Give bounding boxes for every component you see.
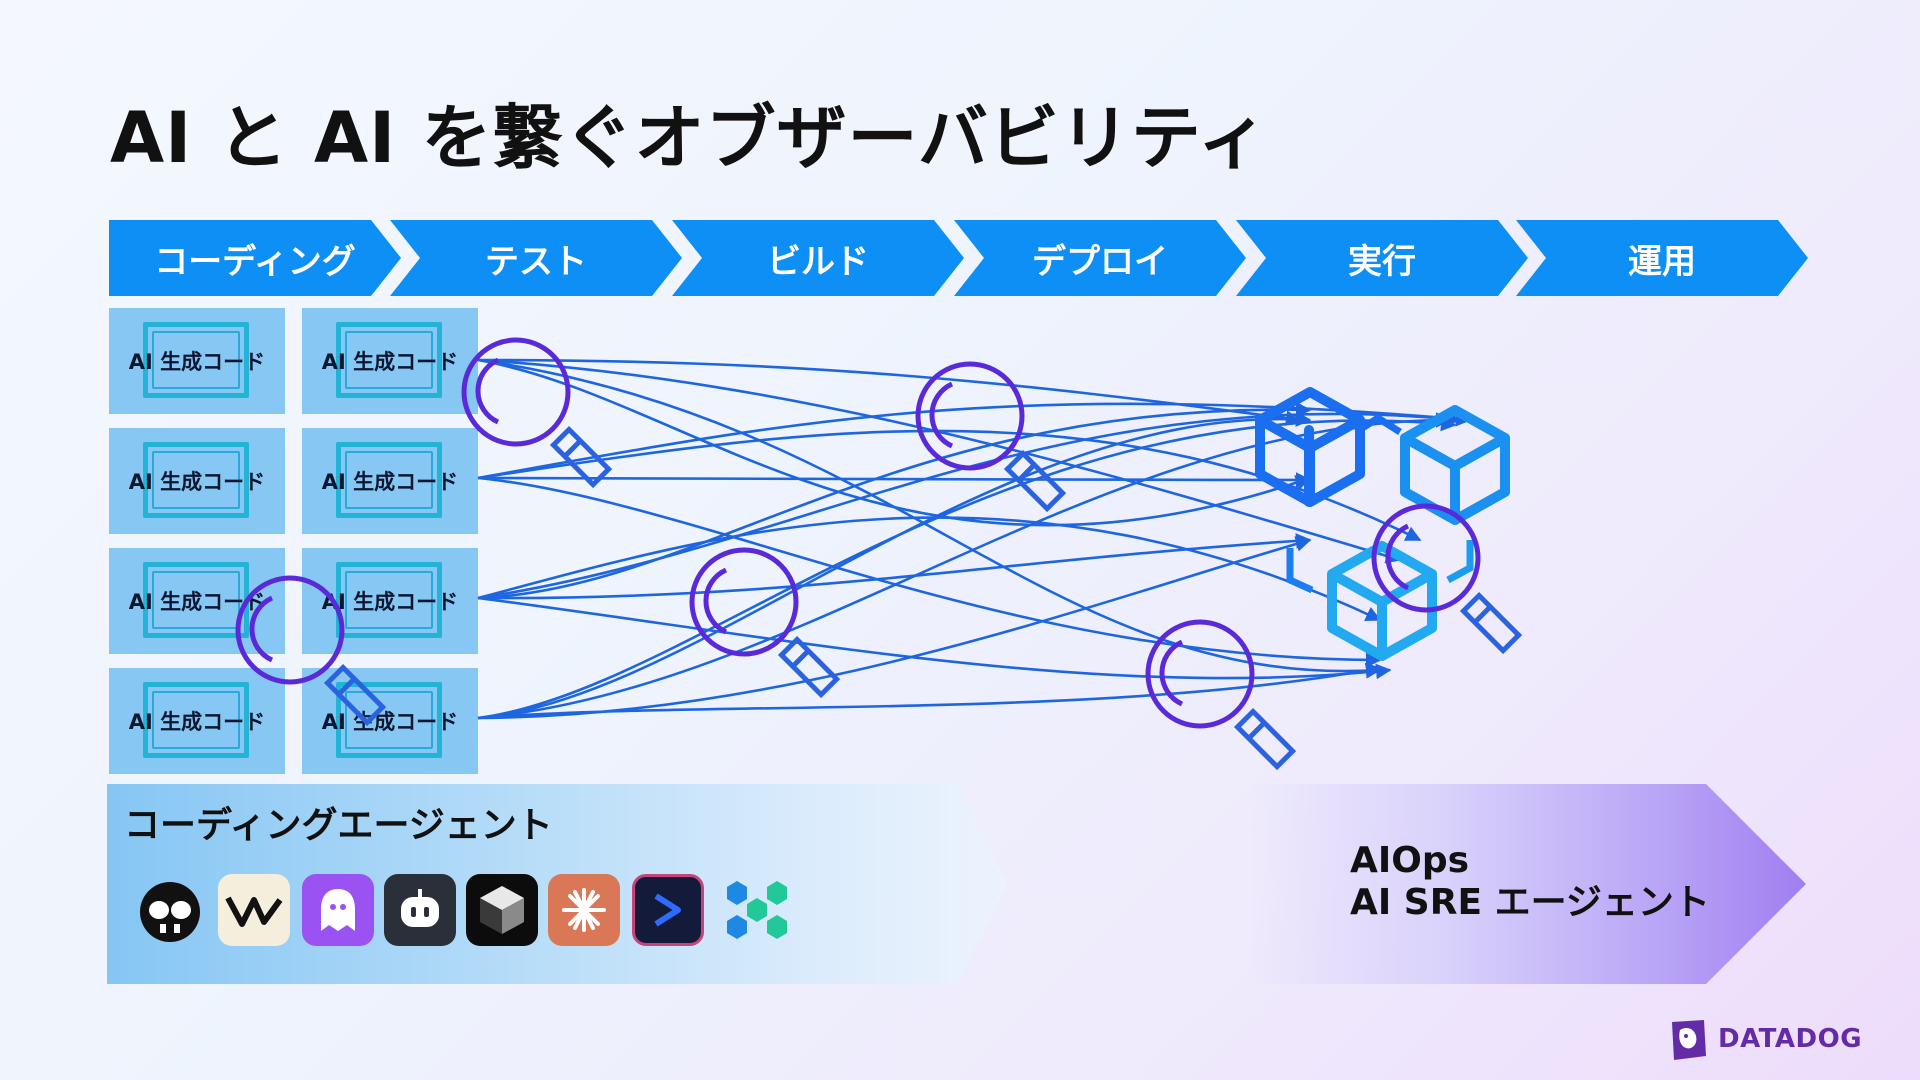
stage-run: 実行 [1236, 220, 1528, 296]
magnifier-icon [461, 337, 613, 489]
code-icon [143, 322, 249, 398]
flow-line [477, 516, 1382, 622]
code-icon [336, 562, 442, 638]
ai-code-tile: AI 生成コード [109, 668, 285, 774]
stage-operate: 運用 [1516, 220, 1808, 296]
code-tile-label: AI 生成コード [321, 710, 459, 734]
datadog-dog-icon [1672, 1020, 1706, 1060]
code-icon [143, 442, 249, 518]
stage-label: 実行 [1348, 241, 1416, 282]
magnifier-icon [1145, 619, 1297, 771]
flow-line [477, 412, 1452, 720]
cube-icon [1255, 387, 1365, 507]
page-title: AI と AI を繋ぐオブザーバビリティ [110, 97, 1269, 179]
ai-code-tile: AI 生成コード [109, 308, 285, 414]
stage-test: テスト [390, 220, 682, 296]
copilot-icon [134, 874, 206, 946]
cube-icon [1400, 405, 1510, 525]
cube-cluster [1255, 387, 1510, 661]
stage-deploy: デプロイ [954, 220, 1246, 296]
coding-agents-title: コーディングエージェント [124, 805, 553, 846]
cube-icon [1327, 541, 1437, 661]
cursor-icon [466, 874, 538, 946]
flow-line [477, 401, 1312, 600]
ai-code-tile: AI 生成コード [109, 428, 285, 534]
magnifier-icon [1371, 503, 1523, 655]
devin-icon [632, 874, 704, 946]
ghost-icon [302, 874, 374, 946]
flow-line [477, 358, 1382, 679]
aiops-line2: AI SRE エージェント [1350, 882, 1710, 923]
aiops-band [1250, 784, 1806, 984]
cluster-icon [716, 874, 788, 946]
flow-lines [477, 358, 1472, 720]
code-icon [336, 322, 442, 398]
code-icon [143, 682, 249, 758]
flow-line [477, 410, 1462, 600]
stage-label: コーディング [154, 241, 356, 282]
datadog-logo: DATADOG [1666, 1016, 1862, 1062]
flow-line [477, 358, 1302, 426]
flow-line [477, 472, 1312, 488]
stage-coding: コーディング [109, 220, 401, 296]
bot-icon [384, 874, 456, 946]
ai-code-tile: AI 生成コード [302, 428, 478, 534]
ai-code-tile: AI 生成コード [302, 308, 478, 414]
flow-line [477, 358, 1312, 527]
windsurf-icon [218, 874, 290, 946]
logo-text: DATADOG [1718, 1024, 1863, 1054]
flow-line [477, 536, 1312, 720]
cycle-arrow [1446, 540, 1474, 584]
aiops-line1: AIOps [1350, 840, 1470, 881]
flow-line [477, 358, 1402, 564]
code-icon [336, 442, 442, 518]
flow-line [477, 533, 1312, 600]
code-tile-label: AI 生成コード [321, 350, 459, 374]
claude-icon [548, 874, 620, 946]
stage-build: ビルド [672, 220, 964, 296]
flow-line [477, 411, 1312, 720]
code-tile-label: AI 生成コード [128, 710, 266, 734]
magnifier-icon [689, 547, 841, 699]
stage-label: テスト [485, 241, 587, 282]
cycle-arrow [1286, 548, 1314, 594]
flow-line [477, 596, 1392, 680]
ai-code-tile: AI 生成コード [302, 668, 478, 774]
magnifier-icon [235, 575, 387, 727]
code-tile-label: AI 生成コード [128, 350, 266, 374]
code-tile-label: AI 生成コード [321, 590, 459, 614]
stage-label: デプロイ [1032, 241, 1168, 282]
magnifier-icon [915, 361, 1067, 513]
cycle-arrow [1354, 413, 1402, 435]
code-tile-label: AI 生成コード [128, 470, 266, 494]
flow-line [477, 476, 1382, 668]
code-tile-label: AI 生成コード [321, 470, 459, 494]
stage-label: 運用 [1628, 241, 1696, 282]
stage-label: ビルド [767, 241, 869, 282]
code-icon [336, 682, 442, 758]
aiops-label: AIOps AI SRE エージェント [1350, 840, 1710, 924]
